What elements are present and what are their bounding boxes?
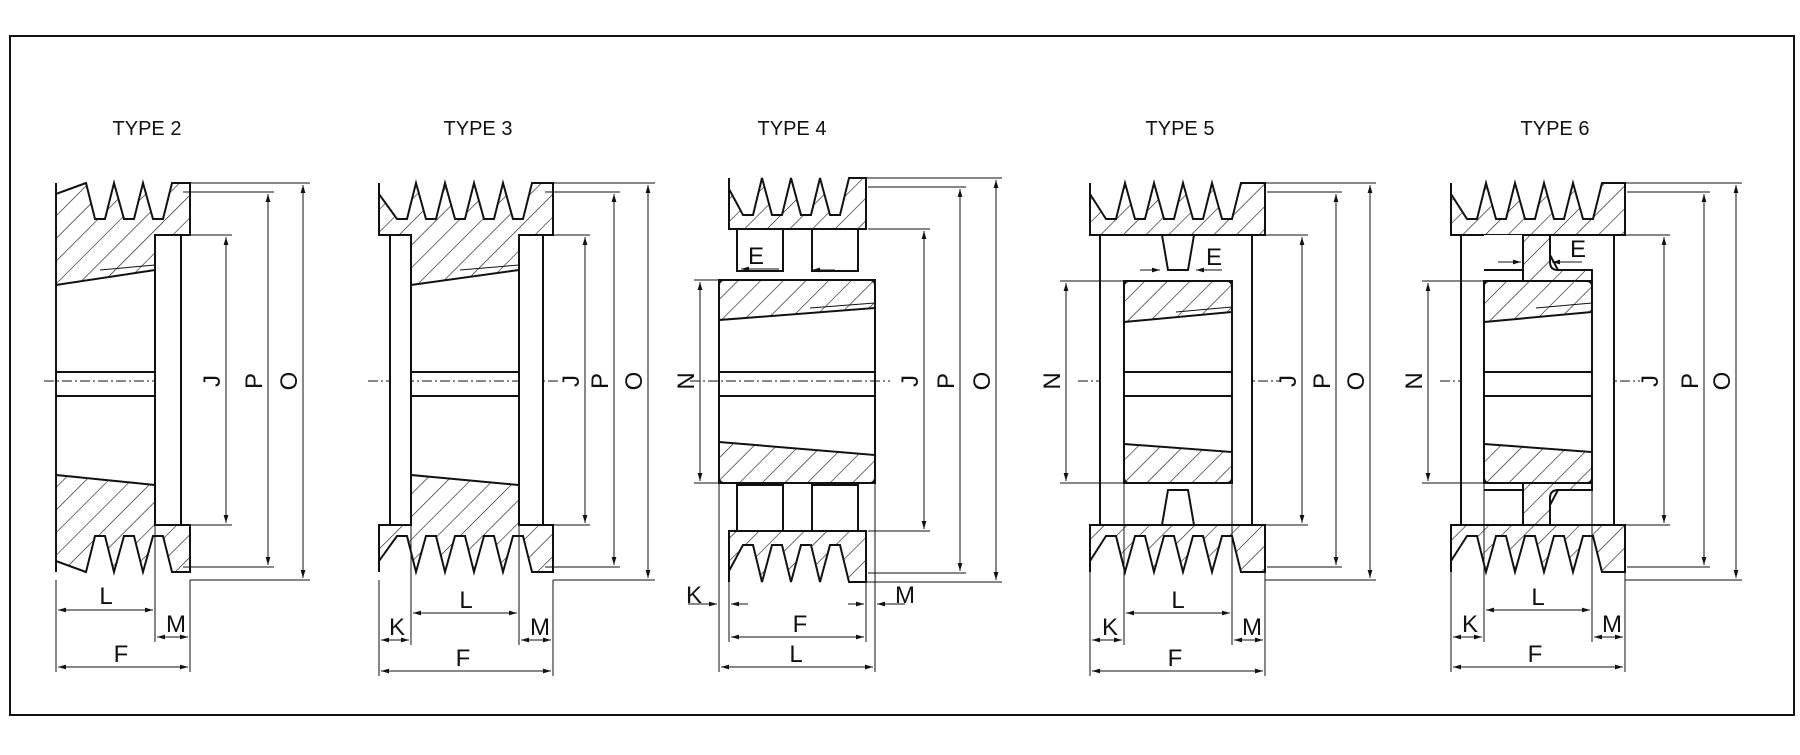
type-4-label-F: F — [793, 611, 808, 638]
type-5-label-P: P — [1309, 373, 1336, 389]
type-5-hub-outline — [1123, 280, 1233, 484]
type-3-label-J: J — [558, 375, 585, 387]
type-4-title: TYPE 4 — [758, 118, 827, 140]
type-5-title: TYPE 5 — [1146, 118, 1215, 140]
type-4-label-P: P — [933, 373, 960, 389]
type-2-label-M: M — [166, 611, 186, 638]
type-6-label-M: M — [1602, 611, 1622, 638]
type-6-lower-hub — [1483, 442, 1593, 484]
type-6-title: TYPE 6 — [1521, 118, 1590, 140]
type-5-label-K: K — [1102, 614, 1118, 641]
type-5-label-E: E — [1206, 244, 1222, 271]
type-3-right-flange — [518, 234, 544, 526]
type-2-flange — [154, 234, 182, 526]
type-3-title: TYPE 3 — [444, 118, 513, 140]
type-5-label-O: O — [1343, 372, 1370, 391]
type-6-label-K: K — [1462, 611, 1478, 638]
type-3-label-K: K — [389, 614, 405, 641]
type-4-label-L: L — [789, 641, 802, 668]
type-5-label-J: J — [1275, 375, 1302, 387]
type-2-label-J: J — [199, 375, 226, 387]
type-2-label-P: P — [241, 373, 268, 389]
type-4-lower-hub — [718, 440, 876, 484]
type-4-label-J: J — [897, 375, 924, 387]
type-6-lower-rim — [1450, 524, 1626, 576]
type-4-upper-hub — [718, 279, 876, 322]
type-4-label-K: K — [686, 582, 702, 609]
type-4-label-N: N — [673, 372, 700, 389]
type-5-lower-rim — [1089, 524, 1266, 576]
type-6-label-L: L — [1531, 584, 1544, 611]
type-5-label-L: L — [1171, 587, 1184, 614]
type-2-title: TYPE 2 — [113, 118, 182, 140]
type-5-label-N: N — [1039, 372, 1066, 389]
type-4-upper-rim — [728, 177, 867, 230]
type-2-label-L: L — [99, 583, 112, 610]
type-4-hub-outline — [718, 279, 876, 484]
type-4-section: TYPE 4 E N J P O — [673, 118, 1002, 672]
type-2-section: TYPE 2 J P O L M F — [44, 118, 310, 672]
type-6-upper-rim — [1450, 179, 1626, 236]
type-6-label-E: E — [1570, 236, 1586, 263]
type-4-label-E: E — [748, 243, 764, 270]
type-6-label-N: N — [1401, 372, 1428, 389]
type-4-label-M: M — [895, 582, 915, 609]
drawing-frame — [9, 35, 1795, 716]
type-3-label-F: F — [456, 645, 471, 672]
type-4-label-O: O — [969, 372, 996, 391]
type-3-label-L: L — [459, 587, 472, 614]
type-6-label-P: P — [1677, 373, 1704, 389]
type-2-label-F: F — [114, 641, 129, 668]
type-5-label-M: M — [1242, 614, 1262, 641]
type-6-label-F: F — [1528, 641, 1543, 668]
type-5-upper-rim — [1089, 179, 1266, 236]
type-6-section: TYPE 6 E N J P O — [1401, 118, 1742, 672]
type-3-label-O: O — [621, 372, 648, 391]
type-6-label-J: J — [1637, 375, 1664, 387]
type-3-label-P: P — [587, 373, 614, 389]
type-5-section: TYPE 5 E N J P O L — [1039, 118, 1376, 676]
type-3-label-M: M — [530, 614, 550, 641]
type-3-section: TYPE 3 J P O L K M F — [368, 118, 655, 676]
type-4-lower-rim — [728, 530, 867, 583]
type-5-lower-hub — [1123, 442, 1233, 484]
type-2-label-O: O — [276, 372, 303, 391]
type-6-hub-outline — [1483, 280, 1593, 484]
type-6-label-O: O — [1709, 372, 1736, 391]
type-5-label-F: F — [1168, 645, 1183, 672]
type-3-left-flange — [389, 234, 412, 526]
